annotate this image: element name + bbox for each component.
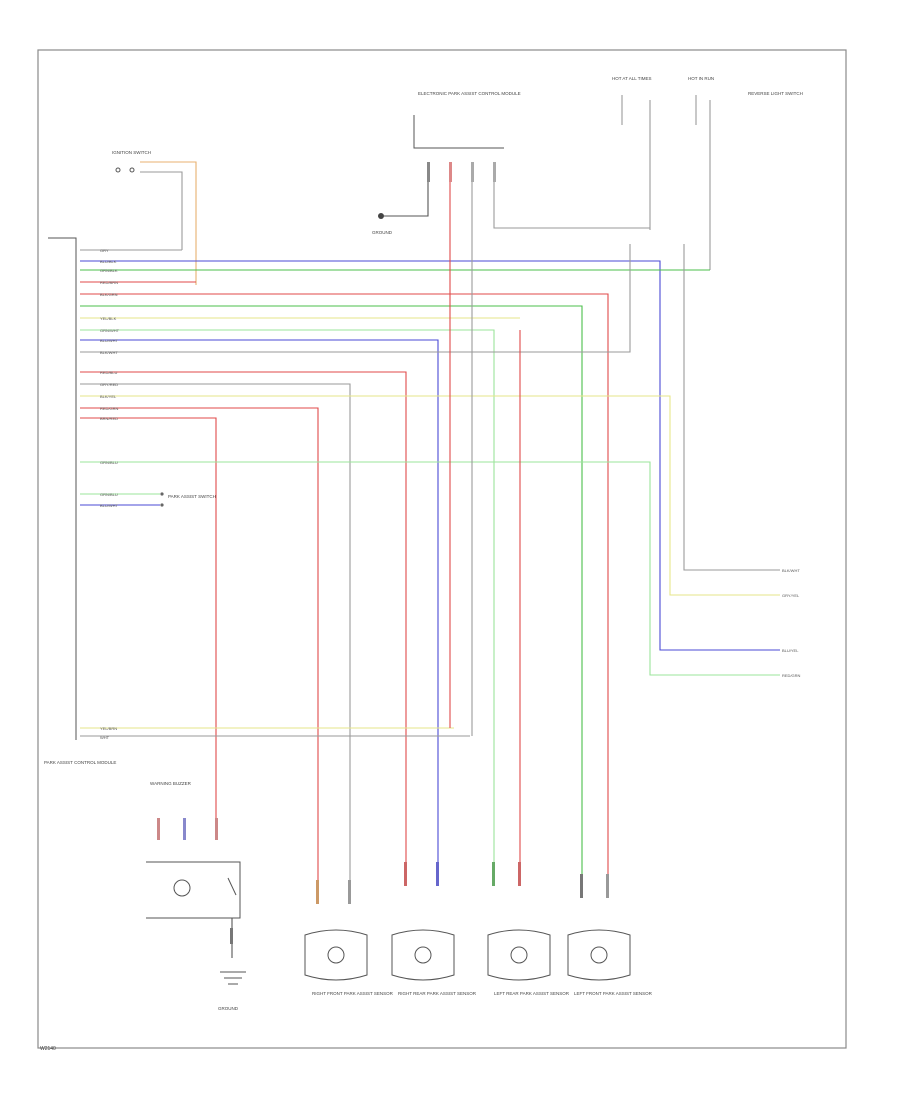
sensor-2-label: RIGHT REAR PARK ASSIST SENSOR (398, 991, 477, 996)
wire-label: BLK/YEL (100, 394, 117, 399)
sensor-1: RIGHT FRONT PARK ASSIST SENSOR (304, 880, 394, 996)
diagram-frame (37, 49, 847, 1049)
left-module: PARK ASSIST CONTROL MODULE (44, 237, 116, 765)
sensor-1-label: RIGHT FRONT PARK ASSIST SENSOR (312, 991, 394, 996)
wire-label: GRN/WHT (100, 328, 120, 333)
wire-label: RED/BLU (100, 370, 117, 375)
ground-g2-label: GROUND (218, 1006, 239, 1011)
top-right-feeds: HOT AT ALL TIMES HOT IN RUN REVERSE LIGH… (612, 76, 803, 270)
wire-label: BLK/WHT (100, 350, 118, 355)
sensor-4: LEFT FRONT PARK ASSIST SENSOR (567, 874, 653, 996)
buzzer-label: WARNING BUZZER (150, 781, 192, 786)
top-right-label-a: HOT AT ALL TIMES (612, 76, 652, 81)
ground-g1: GROUND (372, 182, 429, 235)
sensor-3-label: LEFT REAR PARK ASSIST SENSOR (494, 991, 570, 996)
wire-label: GRN/BLU (100, 492, 118, 497)
right-output-label: BLK/WHT (782, 568, 800, 573)
top-module-label: ELECTRONIC PARK ASSIST CONTROL MODULE (418, 91, 521, 96)
wire-labels: GRY BLU/BLK GRN/BLK RED/BRN BLK/GRN YEL/… (100, 248, 120, 740)
wire-label: BLU/WHT (100, 503, 119, 508)
wire-label: WHT (100, 735, 110, 740)
wire-label: BLU/WHT (100, 338, 119, 343)
sensor-4-label: LEFT FRONT PARK ASSIST SENSOR (574, 991, 653, 996)
wire-label: BRN/RED (100, 416, 118, 421)
park-switch-label: PARK ASSIST SWITCH (168, 494, 216, 499)
footer-code: W2140 (40, 1046, 56, 1052)
park-switch: PARK ASSIST SWITCH (160, 492, 216, 507)
top-right-label-b: HOT IN RUN (688, 76, 714, 81)
wire-label: GRN/BLK (100, 268, 118, 273)
right-note-label: REVERSE LIGHT SWITCH (748, 91, 803, 96)
ignition-switch: IGNITION SWITCH (112, 150, 197, 285)
wire-label: RED/GRN (100, 406, 119, 411)
ignition-label: IGNITION SWITCH (112, 150, 151, 155)
right-output-label: GRY/YEL (782, 593, 800, 598)
left-module-label: PARK ASSIST CONTROL MODULE (44, 760, 116, 765)
harness (80, 182, 780, 880)
sensor-2: RIGHT REAR PARK ASSIST SENSOR (391, 862, 477, 996)
top-module: ELECTRONIC PARK ASSIST CONTROL MODULE (413, 91, 521, 182)
ground-g1-label: GROUND (372, 230, 393, 235)
wire-label: GRN/BLU (100, 460, 118, 465)
sensor-3: LEFT REAR PARK ASSIST SENSOR (487, 862, 570, 996)
wire-label: GRY/RED (100, 382, 118, 387)
wire-label: YEL/BRN (100, 726, 117, 731)
wire-label: RED/BRN (100, 280, 118, 285)
right-output-label: BLU/YEL (782, 648, 799, 653)
wire-label: BLK/GRN (100, 292, 118, 297)
wire-label: GRY (100, 248, 109, 253)
right-outputs: BLK/WHT GRY/YEL BLU/YEL RED/GRN (782, 568, 801, 678)
wire-label: BLU/BLK (100, 259, 117, 264)
warning-buzzer: WARNING BUZZER GROUND (146, 781, 246, 1011)
wire-label: YEL/BLK (100, 316, 117, 321)
right-output-label: RED/GRN (782, 673, 801, 678)
